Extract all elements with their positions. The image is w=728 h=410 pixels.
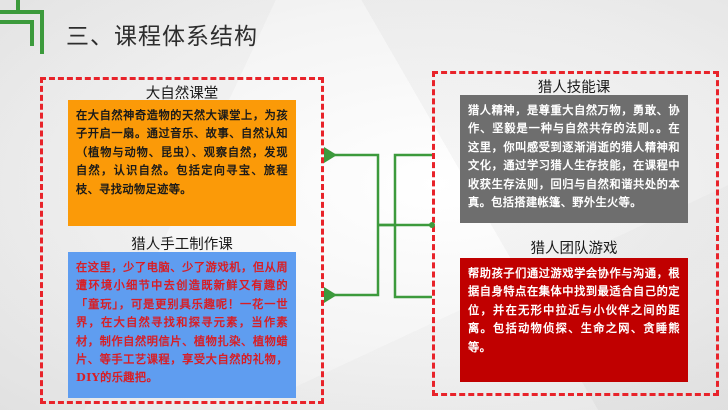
page-title: 三、课程体系结构 <box>66 24 258 50</box>
left-group-frame <box>40 77 324 404</box>
nature-class-heading: 大自然课堂 <box>145 86 219 102</box>
right-group-frame <box>432 71 719 396</box>
hunter-skills-heading: 猎人技能课 <box>537 80 611 96</box>
corner-logo-icon <box>0 0 44 54</box>
connector-arrow-top-icon <box>324 147 337 163</box>
team-games-body: 帮助孩子们通过游戏学会协作与沟通，根据自身特点在集体中找到最适合自己的定位，并在… <box>460 258 688 382</box>
nature-class-body: 在大自然神奇造物的天然大课堂上，为孩子开启一扇。通过音乐、故事、自然认知（植物与… <box>68 100 296 226</box>
team-games-heading: 猎人团队游戏 <box>530 241 618 257</box>
connector-arrow-bottom-icon <box>324 287 337 303</box>
hunter-skills-body: 猎人精神，是尊重大自然万物，勇敢、协作、坚毅是一种与自然共存的法则。。在这里，你… <box>460 95 688 223</box>
handcraft-body: 在这里，少了电脑、少了游戏机，但从周遭环境小细节中去创造既新鲜又有趣的「童玩」，… <box>68 252 296 398</box>
handcraft-heading: 猎人手工制作课 <box>131 237 233 253</box>
